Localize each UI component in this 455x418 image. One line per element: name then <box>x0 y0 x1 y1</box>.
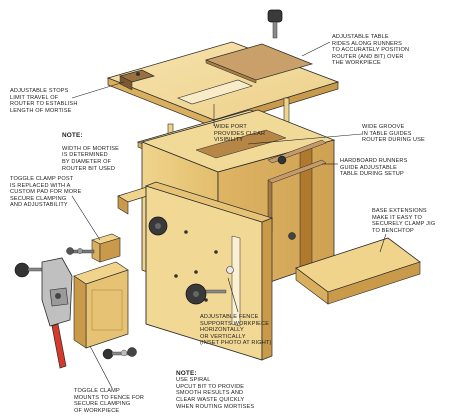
clamp-mounting-board <box>73 261 129 349</box>
callout-adjustable-fence: ADJUSTABLE FENCE SUPPORTS WORKPIECE HORI… <box>200 314 272 347</box>
callout-toggle-clamp-mount: TOGGLE CLAMP MOUNTS TO FENCE FOR SECURE … <box>74 388 145 414</box>
note-mortise-width: NOTE: WIDTH OF MORTISE IS DETERMINED BY … <box>62 126 119 172</box>
base-extension-right <box>295 237 421 305</box>
note-body: USE SPIRAL UPCUT BIT TO PROVIDE SMOOTH R… <box>176 377 255 410</box>
wide-port <box>177 79 253 105</box>
side-nut-icon <box>288 232 296 240</box>
fence-knob-icon <box>148 216 168 236</box>
callout-adjustable-stops: ADJUSTABLE STOPS LIMIT TRAVEL OF ROUTER … <box>10 88 78 114</box>
callout-adjustable-table: ADJUSTABLE TABLE RIDES ALONG RUNNERS TO … <box>332 34 410 67</box>
note-body: WIDTH OF MORTISE IS DETERMINED BY DIAMET… <box>62 145 119 172</box>
adjustable-fence <box>144 181 274 361</box>
toggle-clamp-pad <box>66 233 121 263</box>
callout-base-extensions: BASE EXTENSIONS MAKE IT EASY TO SECURELY… <box>372 208 436 234</box>
box-knob-icon <box>277 155 287 165</box>
leader-lines <box>71 41 387 389</box>
clamp-bolt-icon <box>102 347 137 360</box>
callout-toggle-clamp-post: TOGGLE CLAMP POST IS REPLACED WITH A CUS… <box>10 176 82 209</box>
adjustable-stop <box>119 69 155 91</box>
note-head: NOTE: <box>62 131 83 139</box>
callout-wide-groove: WIDE GROOVE IN TABLE GUIDES ROUTER DURIN… <box>362 124 425 144</box>
callout-hardboard-runners: HARDBOARD RUNNERS GUIDE ADJUSTABLE TABLE… <box>340 158 408 178</box>
router-knob-icon <box>267 9 283 39</box>
fence-knob-lower-icon <box>185 266 234 305</box>
hardboard-plate <box>204 43 314 84</box>
clamp-handle-icon <box>51 323 67 369</box>
toggle-clamp <box>14 257 73 327</box>
callout-wide-port: WIDE PORT PROVIDES CLEAR VISIBILITY <box>214 124 266 144</box>
note-head: NOTE: <box>176 369 197 377</box>
note-spiral-bit: NOTE: USE SPIRAL UPCUT BIT TO PROVIDE SM… <box>176 364 254 410</box>
